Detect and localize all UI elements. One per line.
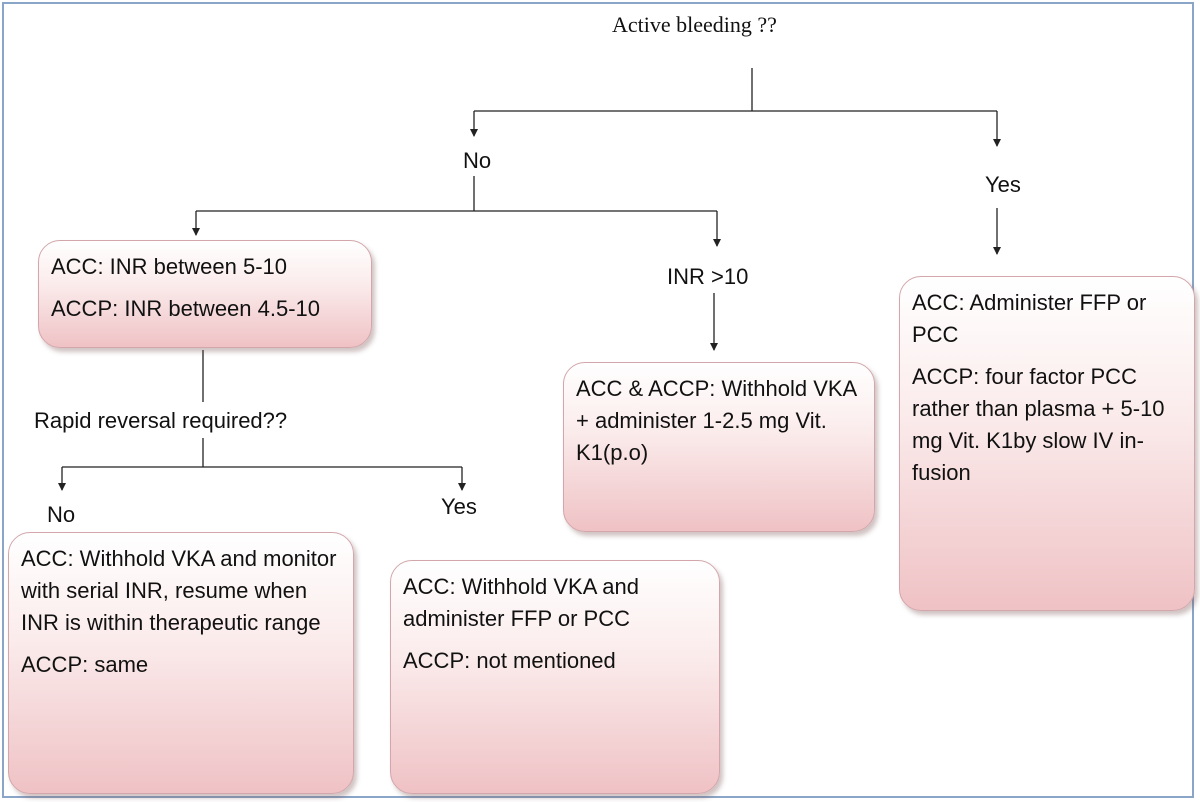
rapid-no-accp-text: ACCP: same [21, 652, 149, 677]
rapid-yes-box: ACC: Withhold VKA and administer FFP or … [390, 560, 720, 794]
rapid-reversal-question: Rapid reversal required?? [34, 408, 288, 433]
rapid-yes-accp-text: ACCP: not mentioned [403, 648, 616, 673]
active-bleeding-box: ACC: Administer FFP or PCC ACCP: four fa… [899, 276, 1195, 611]
rapid-no-label: No [47, 502, 76, 527]
inr-high-label: INR >10 [667, 264, 749, 289]
branch-yes-label: Yes [985, 172, 1021, 197]
rapid-yes-label: Yes [441, 494, 477, 519]
inr-range-box: ACC: INR between 5-10 ACCP: INR between … [38, 240, 372, 348]
rapid-no-acc-text: ACC: Withhold VKA and monitor with seria… [21, 546, 337, 635]
rapid-no-box: ACC: Withhold VKA and monitor with seria… [8, 532, 354, 794]
inr-high-text: ACC & ACCP: Withhold VKA + administer 1-… [576, 376, 856, 465]
inr-range-accp-text: ACCP: INR between 4.5-10 [51, 296, 321, 321]
branch-no-label: No [463, 148, 492, 173]
active-bleeding-question: Active bleeding ?? [612, 12, 777, 37]
active-bleeding-acc-text: ACC: Administer FFP or PCC [912, 290, 1147, 347]
active-bleeding-accp-text: ACCP: four factor PCC rather than plasma… [912, 364, 1165, 485]
rapid-yes-acc-text: ACC: Withhold VKA and administer FFP or … [403, 574, 640, 631]
inr-range-acc-text: ACC: INR between 5-10 [51, 254, 287, 279]
inr-high-box: ACC & ACCP: Withhold VKA + administer 1-… [563, 362, 875, 532]
